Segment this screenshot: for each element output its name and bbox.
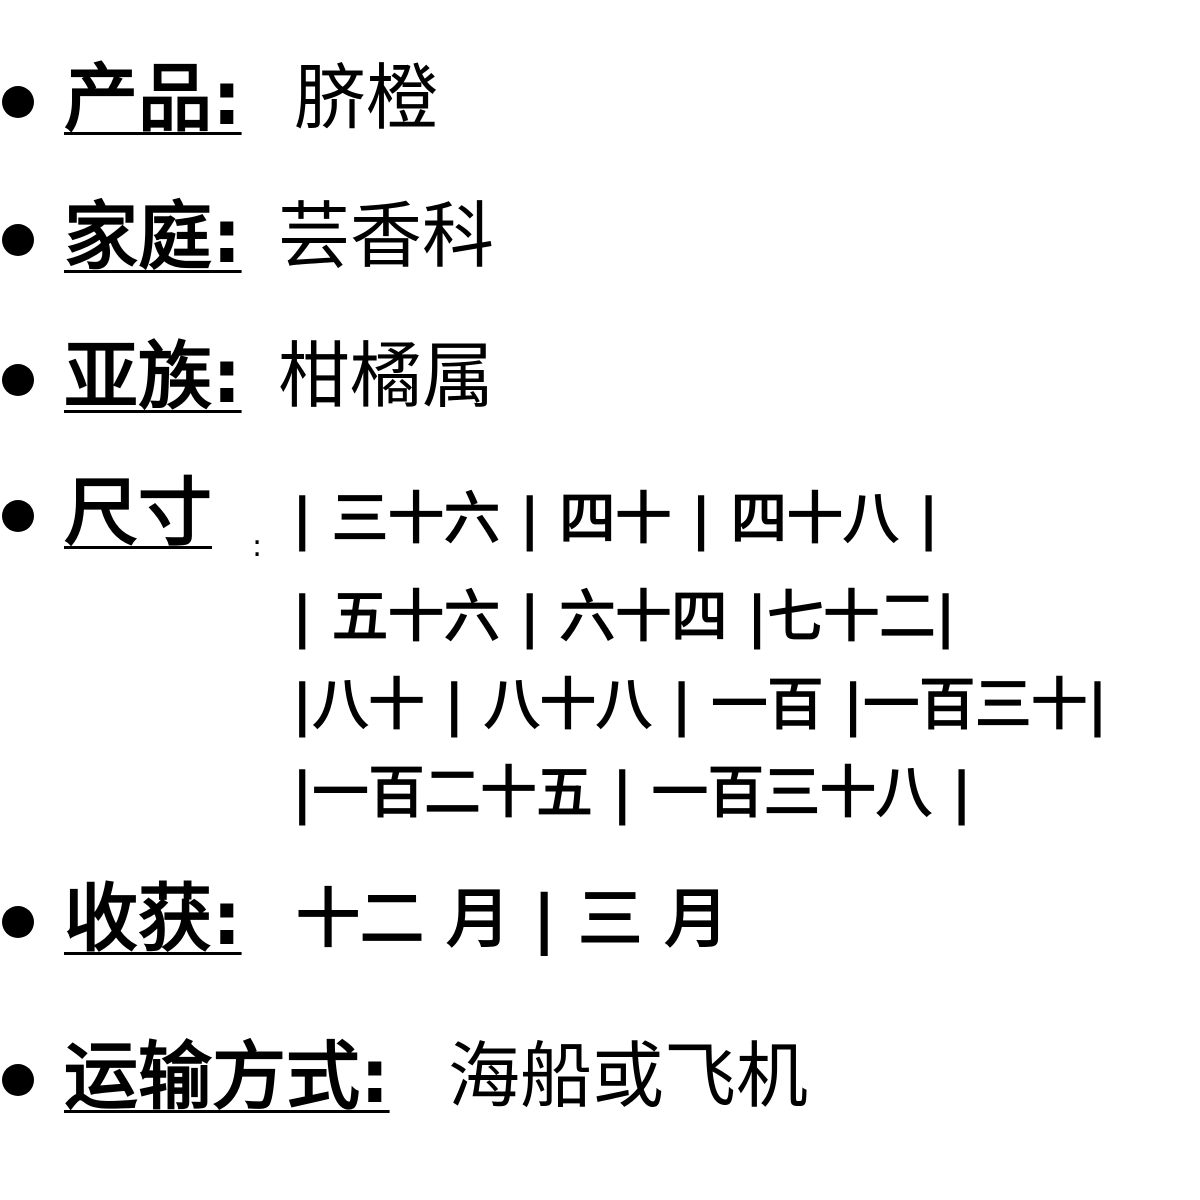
harvest-value: 十二 月 | 三 月 [296, 883, 729, 957]
bullet-icon [2, 364, 34, 396]
size-label: 尺寸 [64, 470, 212, 556]
harvest-label: 收获: [64, 876, 242, 962]
bullet-icon [2, 906, 34, 938]
bullet-icon [2, 224, 34, 256]
size-line-1: | 三十六 | 四十 | 四十八 | [292, 487, 939, 552]
subtribe-label: 亚族: [64, 334, 242, 420]
product-label: 产品: [64, 56, 242, 142]
shipping-value: 海船或飞机 [448, 1034, 809, 1118]
size-colon: : [252, 529, 263, 564]
subtribe-value: 柑橘属 [278, 334, 495, 418]
size-line-4: |一百二十五 | 一百三十八 | [292, 761, 972, 826]
product-value: 脐橙 [294, 56, 439, 140]
bullet-icon [2, 500, 34, 532]
family-label: 家庭: [64, 194, 242, 280]
shipping-label: 运输方式: [64, 1034, 390, 1120]
bullet-icon [2, 1064, 34, 1096]
bullet-icon [2, 86, 34, 118]
size-line-3: |八十 | 八十八 | 一百 |一百三十| [292, 673, 1108, 738]
family-value: 芸香科 [278, 194, 495, 278]
size-line-2: | 五十六 | 六十四 |七十二| [292, 585, 956, 650]
